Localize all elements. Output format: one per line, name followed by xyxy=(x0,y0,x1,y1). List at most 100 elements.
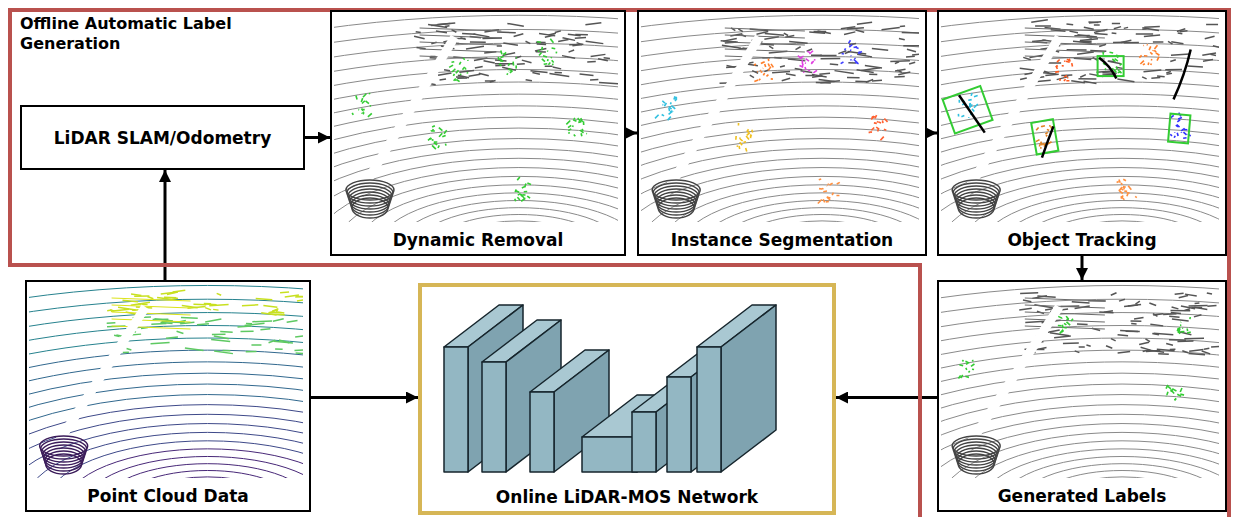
structure-points xyxy=(1202,53,1216,55)
object-points xyxy=(539,52,541,55)
structure-points xyxy=(185,348,204,351)
structure-points xyxy=(220,331,232,333)
structure-points xyxy=(1203,60,1213,62)
structure-points xyxy=(296,353,303,354)
object-points xyxy=(1118,70,1122,73)
structure-points xyxy=(1037,80,1050,81)
object-points xyxy=(1152,49,1154,51)
structure-points xyxy=(1206,24,1218,26)
object-points xyxy=(517,194,519,195)
object-points xyxy=(363,94,366,98)
structure-points xyxy=(526,41,531,43)
structure-points xyxy=(212,333,226,335)
object-points xyxy=(768,63,769,66)
track-box xyxy=(1168,114,1190,144)
object-points xyxy=(768,67,771,71)
scan-ring xyxy=(698,200,919,222)
structure-points xyxy=(769,46,773,49)
object-points xyxy=(451,61,454,63)
structure-points xyxy=(1135,301,1139,304)
structure-points xyxy=(569,50,575,52)
structure-points xyxy=(1202,351,1210,354)
object-points xyxy=(543,56,547,57)
object-points xyxy=(855,62,859,64)
object-points xyxy=(974,104,978,108)
structure-points xyxy=(1142,77,1146,79)
object-points xyxy=(969,103,971,104)
structure-points xyxy=(575,37,586,39)
point-cloud-scene xyxy=(27,282,309,510)
object-points xyxy=(662,104,664,106)
object-points xyxy=(971,364,975,366)
scan-ring xyxy=(334,14,618,222)
object-points xyxy=(849,45,852,48)
scan-ring xyxy=(641,43,919,222)
object-points xyxy=(1119,191,1123,194)
structure-points xyxy=(1106,346,1112,348)
scan-ring xyxy=(29,350,303,478)
scan-ring xyxy=(641,168,919,222)
structure-points xyxy=(1139,342,1149,344)
object-points xyxy=(803,72,805,73)
object-points xyxy=(1066,77,1068,79)
scan-ring xyxy=(941,14,1219,222)
structure-points xyxy=(245,323,265,325)
structure-points xyxy=(1189,305,1208,307)
object-points xyxy=(1039,144,1040,147)
object-points xyxy=(845,48,846,50)
object-points xyxy=(832,193,833,195)
object-points xyxy=(1064,323,1066,324)
object-points xyxy=(1071,319,1073,321)
scan-ring xyxy=(29,284,303,478)
object-points xyxy=(1121,195,1123,198)
object-points xyxy=(1041,142,1043,146)
scan-ring xyxy=(941,14,1219,222)
structure-points xyxy=(1178,32,1183,34)
structure-points xyxy=(580,74,594,76)
object-points xyxy=(432,129,434,131)
object-points xyxy=(434,143,437,145)
point-cloud-scene xyxy=(939,282,1225,510)
object-points xyxy=(522,194,525,196)
object-points xyxy=(1174,399,1176,400)
object-points xyxy=(801,60,803,64)
structure-points xyxy=(1171,312,1181,313)
structure-points xyxy=(180,322,194,323)
scan-ring xyxy=(334,14,618,222)
facade-line xyxy=(420,35,502,38)
structure-points xyxy=(1023,57,1031,59)
object-points xyxy=(827,197,830,200)
object-points xyxy=(1176,125,1178,127)
scan-ring xyxy=(29,284,303,478)
structure-points xyxy=(539,33,555,35)
structure-points xyxy=(1077,52,1094,54)
object-points xyxy=(1120,64,1122,66)
object-points xyxy=(1118,72,1121,73)
structure-points xyxy=(214,336,229,339)
scan-ring xyxy=(334,43,618,222)
structure-points xyxy=(526,79,532,81)
structure-points xyxy=(1128,304,1141,305)
object-points xyxy=(504,52,506,54)
scan-ring xyxy=(334,69,618,222)
structure-points xyxy=(747,64,758,66)
object-points xyxy=(439,128,443,131)
structure-points xyxy=(1080,75,1086,78)
structure-points xyxy=(269,340,276,342)
object-points xyxy=(361,98,362,102)
scan-ring xyxy=(29,284,303,478)
object-points xyxy=(369,93,371,94)
object-points xyxy=(826,201,829,203)
facade-line xyxy=(420,56,502,59)
object-points xyxy=(514,189,516,192)
object-points xyxy=(972,368,974,370)
object-points xyxy=(850,49,851,51)
object-points xyxy=(966,363,968,364)
structure-points xyxy=(1073,41,1092,43)
structure-points xyxy=(585,23,601,25)
structure-points xyxy=(1157,75,1165,77)
structure-points xyxy=(275,348,283,350)
structure-points xyxy=(466,46,484,49)
structure-points xyxy=(1204,348,1209,349)
scan-ring xyxy=(334,14,618,222)
